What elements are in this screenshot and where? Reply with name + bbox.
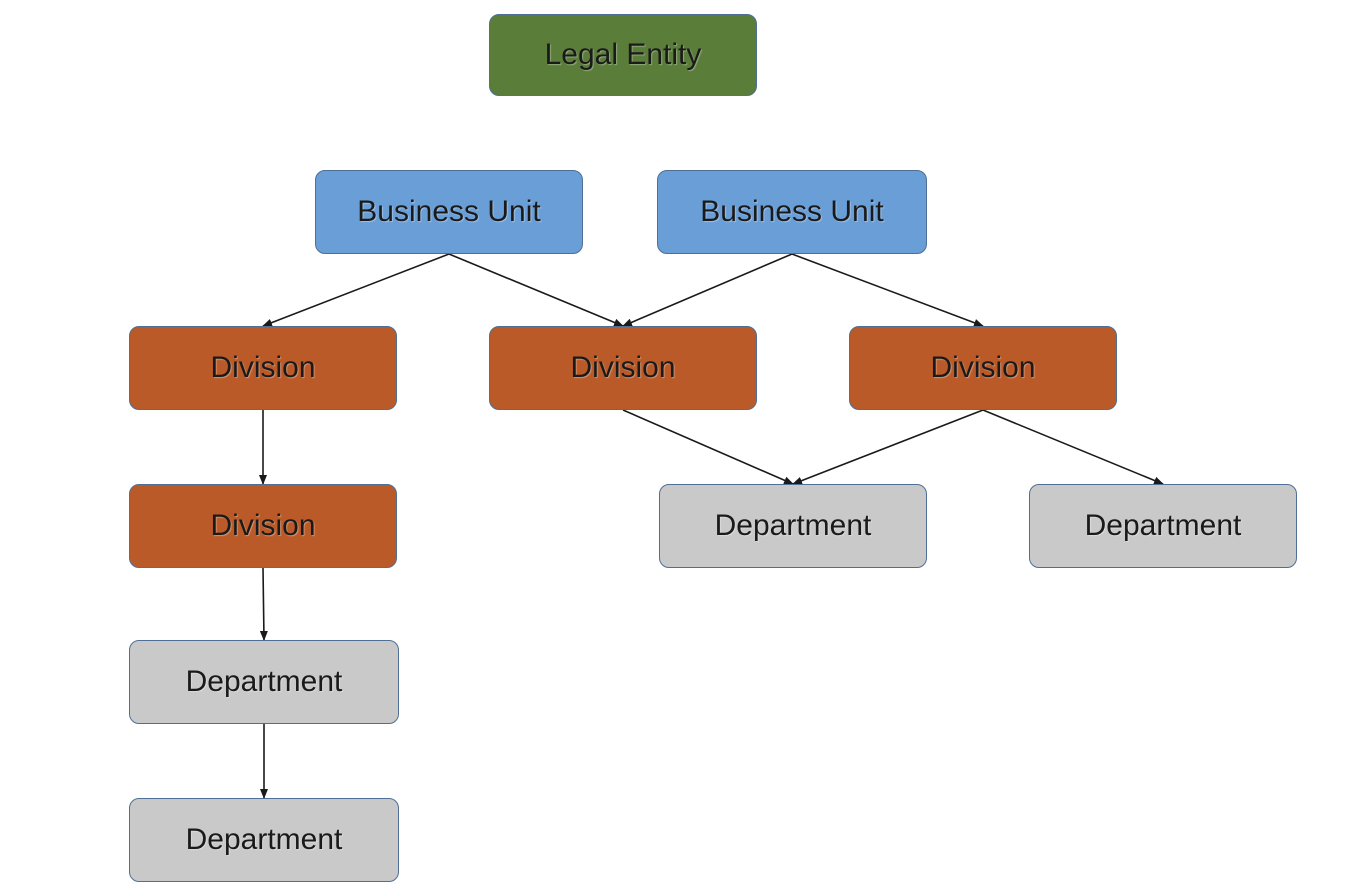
department-box-1: Department: [129, 640, 399, 724]
connector-bu1-to-div1: [262, 253, 450, 327]
connector-bu2-to-div2: [622, 253, 793, 327]
department-box-2: Department: [129, 798, 399, 882]
legal-entity-box: Legal Entity: [489, 14, 757, 96]
department-box-3: Department: [659, 484, 927, 568]
connector-div3-to-dept3: [792, 409, 984, 485]
connector-bu1-to-div2: [448, 253, 624, 327]
division-box-1: Division: [129, 326, 397, 410]
department-box-4: Department: [1029, 484, 1297, 568]
division-box-3: Division: [849, 326, 1117, 410]
division-box-4: Division: [129, 484, 397, 568]
connector-div3-to-dept4: [982, 409, 1164, 485]
connector-div2-to-dept3: [622, 409, 794, 485]
business-unit-box-1: Business Unit: [315, 170, 583, 254]
division-box-2: Division: [489, 326, 757, 410]
business-unit-box-2: Business Unit: [657, 170, 927, 254]
connector-div4-to-dept1: [259, 567, 268, 641]
connector-bu2-to-div3: [791, 253, 984, 327]
